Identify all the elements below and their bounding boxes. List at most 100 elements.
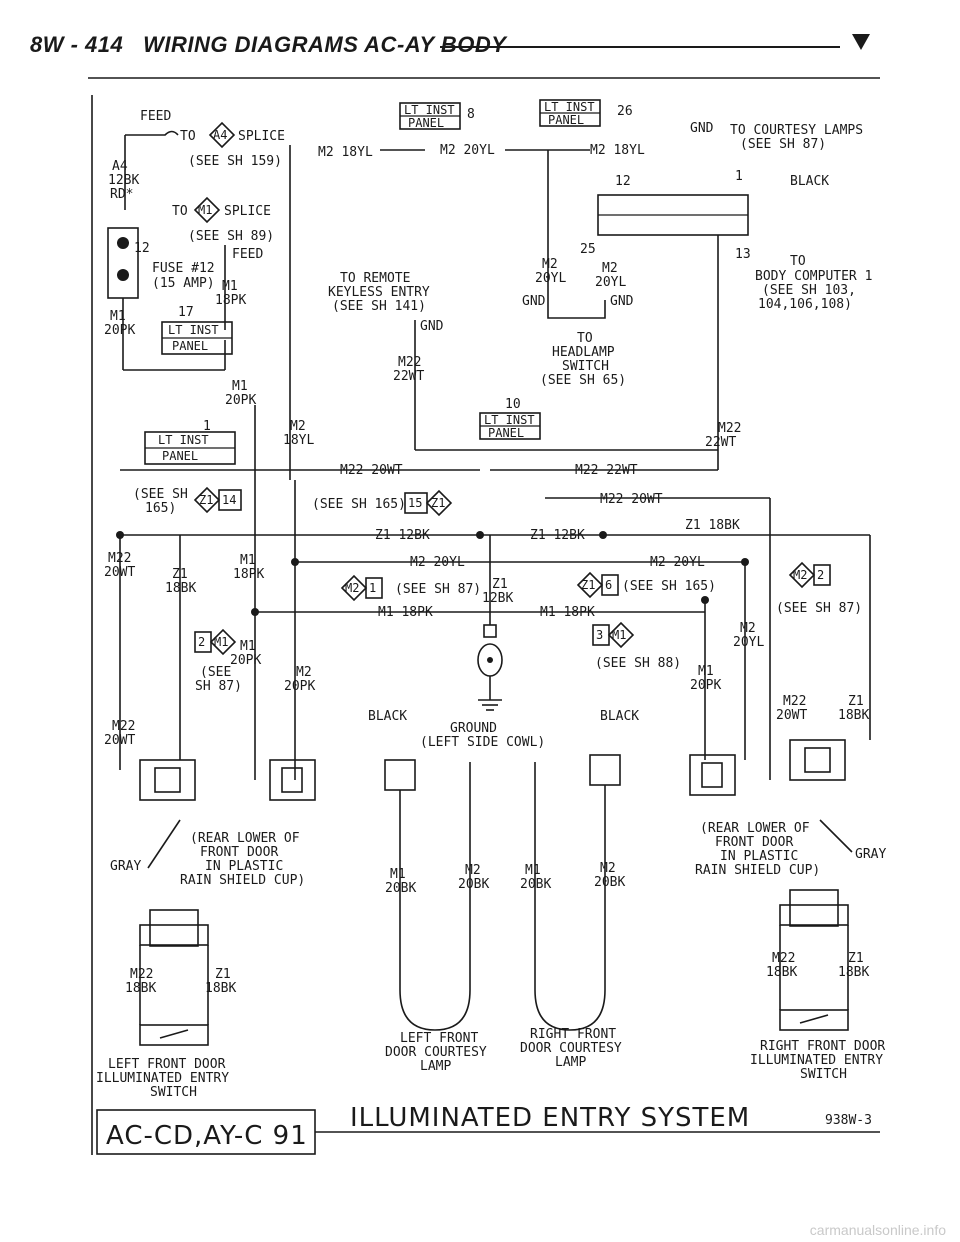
m22-sw-r-g: 18BK <box>766 965 797 980</box>
z1-rr: Z1 <box>848 694 864 709</box>
see-sh165-a: (SEE SH <box>133 487 188 502</box>
gnd-wire <box>547 300 606 319</box>
z1-12bk-a: Z1 12BK <box>375 528 430 543</box>
fuse-pin: 12 <box>134 241 150 256</box>
m1-a-label: M1 <box>222 279 238 294</box>
see-sh87-mid: (SEE SH 87) <box>395 582 481 597</box>
rear-lower-r1: (REAR LOWER OF <box>700 821 810 836</box>
m2-20yl-top: M2 20YL <box>440 143 495 158</box>
left-side-cowl: (LEFT SIDE COWL) <box>420 735 545 750</box>
see-sh88: (SEE SH 88) <box>595 656 681 671</box>
m22-l-g: 20WT <box>104 565 135 580</box>
feed-top-label: FEED <box>140 109 171 124</box>
pin8: 8 <box>467 107 475 122</box>
see-sh87-l: (SEE <box>200 665 231 680</box>
see-sh65: (SEE SH 65) <box>540 373 626 388</box>
m1-b-gauge: 20PK <box>104 323 135 338</box>
z1-mid-g: 12BK <box>482 591 513 606</box>
m1-18pk-line-r: M1 18PK <box>540 605 595 620</box>
watermark-link[interactable]: carmanualsonline.info <box>809 1222 946 1238</box>
z1-18bk-r: Z1 18BK <box>685 518 740 533</box>
pin10: 10 <box>505 397 521 412</box>
pin25: 25 <box>580 242 596 257</box>
m1-i: M1 <box>525 863 541 878</box>
m22-a-label: M22 <box>398 355 421 370</box>
rf-switch-contact <box>799 1014 829 1024</box>
pin2-m2: 2 <box>817 568 824 582</box>
a4-tracer: RD* <box>110 187 133 202</box>
lt-inst-26-2: PANEL <box>548 113 584 127</box>
m2-2-label: M2 <box>793 568 807 582</box>
see-sh165-b: (SEE SH 165) <box>312 497 406 512</box>
feed-wire <box>125 130 179 136</box>
body-computer: BODY COMPUTER 1 <box>755 269 872 284</box>
m1-i-g: 20BK <box>520 877 551 892</box>
black-l: BLACK <box>368 709 407 724</box>
m1-e-g: 20PK <box>230 653 261 668</box>
rf-lamp-connector-a <box>689 754 736 796</box>
pin6: 6 <box>605 578 612 592</box>
splice-m1-diamond <box>193 196 221 224</box>
m2-f-g: 20PK <box>284 679 315 694</box>
lf-lamp-connector-a <box>269 759 316 801</box>
splice-dot-c <box>599 531 607 539</box>
rf-lamp-connector-b <box>589 754 621 786</box>
header-rule <box>440 46 840 48</box>
to-headlamp: TO <box>577 331 593 346</box>
z1-15-diamond <box>425 489 453 517</box>
rf-lamp3: LAMP <box>555 1055 586 1070</box>
z1-rr-g: 18BK <box>838 708 869 723</box>
rear-lower-l3: IN PLASTIC <box>205 859 283 874</box>
rf-lamp1: RIGHT FRONT <box>530 1027 616 1042</box>
lt-inst-b-2: PANEL <box>162 449 198 463</box>
rf-switch-icon <box>779 1009 849 1031</box>
gnd-top: GND <box>690 121 714 136</box>
lf-sw3: SWITCH <box>150 1085 197 1100</box>
m2-g: M2 <box>740 621 756 636</box>
see-sh87-r: (SEE SH 87) <box>776 601 862 616</box>
splice-a4-diamond <box>208 121 236 149</box>
z1-mid: Z1 <box>492 577 508 592</box>
splice-dot-b <box>476 531 484 539</box>
z1-sw-l: Z1 <box>215 967 231 982</box>
m2-g-g: 20YL <box>733 635 764 650</box>
rf-lamp-icon <box>534 989 606 1031</box>
z1-12bk-b: Z1 12BK <box>530 528 585 543</box>
keyless: KEYLESS ENTRY <box>328 285 430 300</box>
rf-sw2: ILLUMINATED ENTRY <box>750 1053 883 1068</box>
pin14: 14 <box>222 493 236 507</box>
ground-connector <box>483 624 497 638</box>
lf-lamp3: LAMP <box>420 1059 451 1074</box>
pin26: 26 <box>617 104 633 119</box>
m2-i: M2 <box>600 861 616 876</box>
page-header: 8W - 414 WIRING DIAGRAMS AC-AY BODY <box>30 32 506 58</box>
m2-20yl-mid-r: M2 20YL <box>650 555 705 570</box>
fuse-terminal-top <box>117 237 129 249</box>
z1-sw-l-g: 18BK <box>205 981 236 996</box>
gray-l: GRAY <box>110 859 141 874</box>
sh-list: 104,106,108) <box>758 297 852 312</box>
pin1-m2: 1 <box>369 581 376 595</box>
to-body-computer: TO <box>790 254 806 269</box>
lf-switch-icon <box>139 1024 209 1046</box>
m1-2-label: M1 <box>214 635 228 649</box>
headlamp: HEADLAMP <box>552 345 615 360</box>
rf-switch-connector-a-inner <box>804 747 831 773</box>
rear-lower-l2: FRONT DOOR <box>200 845 278 860</box>
lt-inst-8-2: PANEL <box>408 116 444 130</box>
lf-switch-connector-a-inner <box>154 767 181 793</box>
triangle-marker-icon <box>852 34 870 50</box>
m1-d: M1 <box>240 553 256 568</box>
black-conn: BLACK <box>790 174 829 189</box>
pin13: 13 <box>735 247 751 262</box>
see-sh165-a2: 165) <box>145 501 176 516</box>
m22-sw-l: M22 <box>130 967 153 982</box>
lf-lamp2: DOOR COURTESY <box>385 1045 487 1060</box>
lf-switch-connector-b-base <box>139 924 209 946</box>
rf-lamp-connector-a-inner <box>701 762 723 788</box>
m22-ll: M22 <box>112 719 135 734</box>
to-courtesy: TO COURTESY LAMPS <box>730 123 863 138</box>
lf-lamp-connector-a-inner <box>281 767 303 793</box>
lf-lamp-icon <box>399 989 471 1031</box>
